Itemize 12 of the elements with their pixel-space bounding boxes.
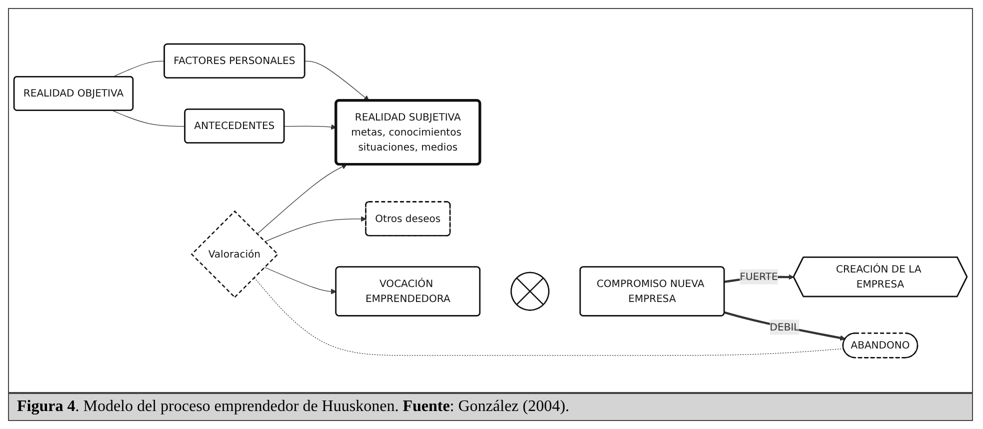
- arrow: [256, 164, 348, 234]
- connector: [254, 276, 844, 356]
- figure-caption: Figura 4. Modelo del proceso emprendedor de Huuskonen. Fuente: González (2004).: [17, 398, 570, 415]
- edge-label: DEBIL: [770, 320, 800, 333]
- arrow: [724, 311, 846, 340]
- arrow: [284, 124, 336, 130]
- node-diamond: Valoración: [190, 210, 279, 298]
- arrow: [304, 60, 370, 101]
- connector: [112, 110, 186, 126]
- arrow: [264, 216, 366, 242]
- edge-label: FUERTE: [740, 270, 778, 282]
- arrow: [264, 266, 336, 294]
